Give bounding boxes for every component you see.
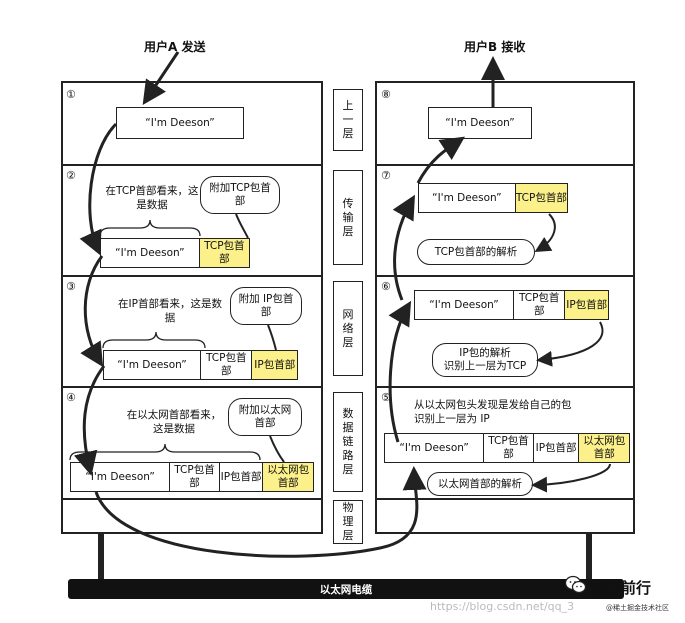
segment-tcp-header: TCP包首部 [170,463,220,491]
brace-eth [69,443,261,461]
brace-tcp [99,219,201,237]
arrow-ip-parse [536,321,604,367]
receiver-row-divider [375,498,635,500]
segment-eth-header: 以太网包首部 [579,434,629,462]
segment-data: “I'm Deeson” [101,239,200,267]
receiver-tcp-parse: TCP包首部的解析 [417,239,535,265]
sender-ip-bubble: 附加 IP包首部 [230,287,302,325]
receiver-title: 用户B 接收 [464,40,526,54]
receiver-ip-parse: IP包的解析 识别上一层为TCP [432,343,538,377]
panel-leg [98,534,104,580]
arrow-step-6-7 [392,194,415,301]
receiver-tcp-segment: “I'm Deeson” TCP包首部 [418,183,568,213]
receiver-ip-packet: “I'm Deeson” TCP包首部 IP包首部 [414,290,609,320]
sender-app-data: “I'm Deeson” [116,107,244,139]
sender-eth-bubble: 附加以太网首部 [228,398,302,436]
segment-data: “I'm Deeson” [419,184,516,212]
pointer-tcp-bubble [235,213,249,239]
sender-tcp-bubble: 附加TCP包首部 [200,176,280,214]
step-number: ⑦ [381,169,391,182]
receiver-eth-note: 从以太网包头发现是发给自己的包 识别上一层为 IP [414,399,572,425]
brand-name: 潜行前行 [591,579,652,597]
arrow-step-7-8 [416,136,465,184]
receiver-eth-frame: “I'm Deeson” TCP包首部 IP包首部 以太网包首部 [384,433,630,463]
sender-tcp-segment: “I'm Deeson” TCP包首部 [100,238,250,268]
segment-tcp-header: TCP包首部 [199,239,249,267]
arrow-step-1-2 [79,122,118,256]
sender-row-divider [61,498,323,500]
segment-tcp-header: TCP包首部 [484,434,534,462]
arrow-step-5-6 [388,300,412,443]
step-number: ④ [66,391,76,404]
sender-row-divider [61,275,323,277]
segment-tcp-header: TCP包首部 [201,351,253,379]
layer-application: 上一层 [333,89,363,151]
receiver-eth-parse: 以太网首部的解析 [427,472,533,496]
arrow-sender-in [142,51,180,105]
receiver-row-divider [375,386,635,388]
step-number: ⑤ [381,391,391,404]
step-number: ② [66,169,76,182]
segment-ip-header: IP包首部 [252,351,297,379]
layer-physical: 物理层 [333,500,363,544]
sender-ip-note: 在IP首部看来，这是数据 [118,298,222,324]
layer-network: 网络层 [333,281,363,376]
segment-tcp-header: TCP包首部 [515,184,567,212]
segment-eth-header: 以太网包首部 [263,463,313,491]
receiver-app-data: “I'm Deeson” [428,107,532,139]
sender-row-divider [61,386,323,388]
brace-ip [102,331,206,349]
sender-eth-frame: “I'm Deeson” TCP包首部 IP包首部 以太网包首部 [70,462,314,492]
arrow-eth-parse [531,463,611,493]
segment-ip-header: IP包首部 [534,434,580,462]
arrow-step-3-4 [73,365,106,476]
segment-tcp-header: TCP包首部 [514,291,566,319]
wechat-icon [564,575,587,595]
segment-data: “I'm Deeson” [71,463,171,491]
receiver-row-divider [375,275,635,277]
pointer-eth-bubble [269,435,285,463]
receiver-row-divider [375,164,635,166]
ethernet-cable: 以太网电缆 [68,579,624,599]
pointer-ip-bubble [267,324,277,351]
segment-data: “I'm Deeson” [415,291,514,319]
step-number: ③ [66,280,76,293]
panel-leg [586,534,592,580]
sender-row-divider [61,164,323,166]
arrow-tcp-parse [534,213,556,253]
layer-datalink: 数据链路层 [333,392,363,492]
sender-tcp-note: 在TCP首部看来，这是数据 [105,185,199,211]
sender-title: 用户A 发送 [144,40,206,54]
segment-ip-header: IP包首部 [220,463,264,491]
watermark-url: https://blog.csdn.net/qq_3 [430,600,575,613]
step-number: ① [66,88,76,101]
sender-ip-packet: “I'm Deeson” TCP包首部 IP包首部 [103,350,298,380]
segment-data: “I'm Deeson” [104,351,201,379]
arrow-step-2-3 [80,255,104,368]
step-number: ⑥ [381,280,391,293]
layer-transport: 传输层 [333,170,363,265]
brand-subtitle: @稀土掘金技术社区 [606,604,669,612]
sender-eth-note: 在以太网首部看来，这是数据 [126,409,222,435]
arrow-step-4-5 [94,466,427,558]
segment-ip-header: IP包首部 [565,291,608,319]
step-number: ⑧ [381,88,391,101]
segment-data: “I'm Deeson” [385,434,485,462]
